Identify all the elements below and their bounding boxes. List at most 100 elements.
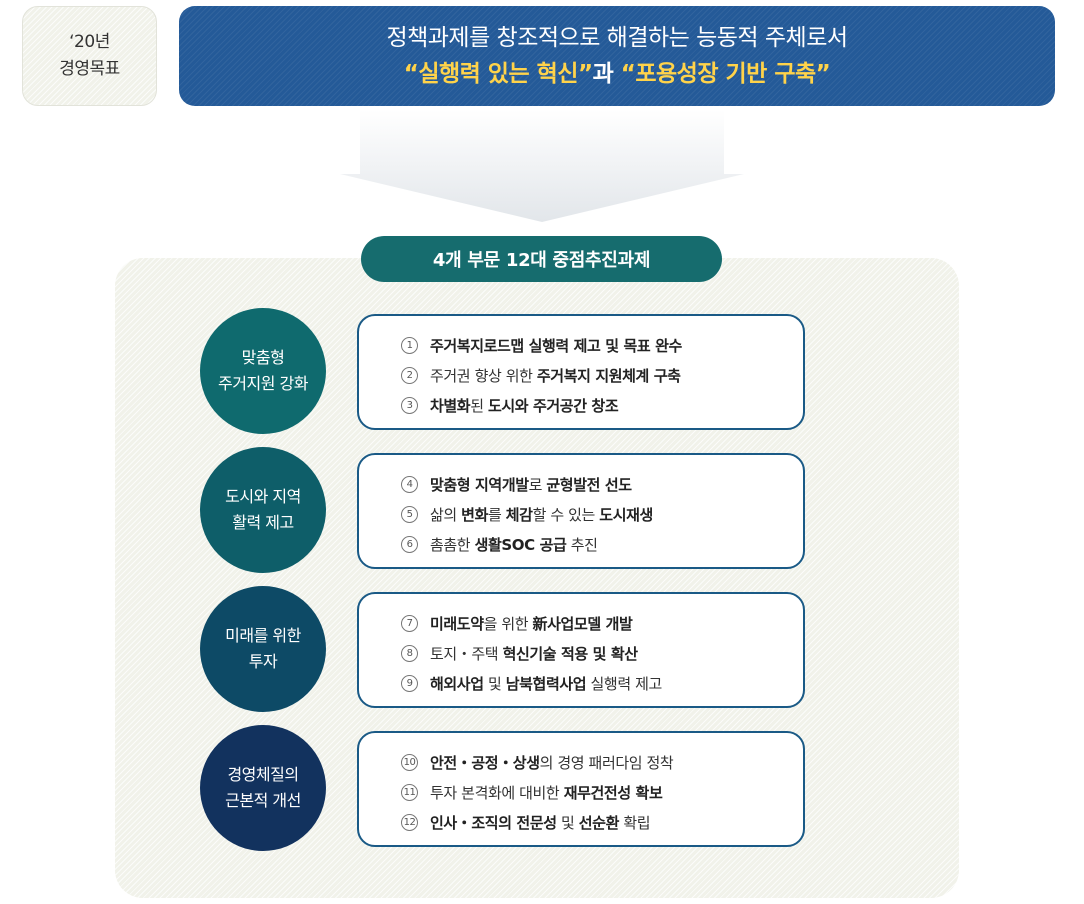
goal-banner-line2: “실행력 있는 혁신”과 “포용성장 기반 구축” xyxy=(404,56,831,92)
task-text: 차별화된 도시와 주거공간 창조 xyxy=(430,395,619,416)
task-number-badge: 3 xyxy=(401,396,418,414)
task-text-plain: 및 xyxy=(483,674,506,693)
task-text-plain: 의 경영 패러다임 정착 xyxy=(539,753,674,772)
task-card: 10 안전・공정・상생의 경영 패러다임 정착 11 투자 본격화에 대비한 재무건전… xyxy=(357,731,805,847)
task-number-badge: 7 xyxy=(401,614,418,632)
task-number-badge: 11 xyxy=(401,783,418,801)
goal-keyword-innovation: “실행력 있는 혁신” xyxy=(403,61,593,87)
task-text-plain: 주거권 향상 위한 xyxy=(430,366,537,385)
task-number-badge: 8 xyxy=(401,644,418,662)
task-item: 6 촘촘한 생활SOC 공급 추진 xyxy=(401,529,803,559)
task-text-plain: 토지・주택 xyxy=(430,644,503,663)
task-text-emphasis: 주거복지 지원체계 구축 xyxy=(536,366,681,385)
task-text: 미래도약을 위한 新사업모델 개발 xyxy=(430,613,633,634)
task-text-emphasis: 혁신기술 적용 및 확산 xyxy=(502,644,638,663)
task-item: 3 차별화된 도시와 주거공간 창조 xyxy=(401,390,803,420)
task-item: 4 맞춤형 지역개발로 균형발전 선도 xyxy=(401,469,803,499)
category-label: 활력 제고 xyxy=(232,513,294,532)
goal-year-label: ‘20년 xyxy=(69,32,110,52)
task-text: 삶의 변화를 체감할 수 있는 도시재생 xyxy=(430,504,653,525)
task-item: 10 안전・공정・상생의 경영 패러다임 정착 xyxy=(401,747,803,777)
goal-banner: 정책과제를 창조적으로 해결하는 능동적 주체로서 “실행력 있는 혁신”과 “… xyxy=(179,6,1055,106)
task-text-plain: 할 수 있는 xyxy=(532,505,600,524)
task-text: 주거권 향상 위한 주거복지 지원체계 구축 xyxy=(430,365,681,386)
goal-connector: 과 xyxy=(592,61,621,87)
task-text: 주거복지로드맵 실행력 제고 및 목표 완수 xyxy=(430,335,682,356)
section-title: 4개 부문 12대 중점추진과제 xyxy=(361,236,722,282)
task-text-emphasis: 도시재생 xyxy=(599,505,653,524)
task-text: 토지・주택 혁신기술 적용 및 확산 xyxy=(430,643,638,664)
category-label: 미래를 위한 xyxy=(225,626,301,645)
task-text-plain: 된 xyxy=(470,396,488,415)
task-text-emphasis: 도시와 주거공간 창조 xyxy=(487,396,619,415)
category-label: 투자 xyxy=(248,652,278,671)
task-text: 안전・공정・상생의 경영 패러다임 정착 xyxy=(430,752,674,773)
task-text-emphasis: 주거복지로드맵 실행력 제고 및 목표 완수 xyxy=(430,336,682,355)
category-label: 주거지원 강화 xyxy=(218,374,308,393)
goal-banner-line1: 정책과제를 창조적으로 해결하는 능동적 주체로서 xyxy=(386,25,848,51)
goal-year-box: ‘20년 경영목표 xyxy=(22,6,157,106)
task-text-plain: 추진 xyxy=(566,535,598,554)
task-text-emphasis: 균형발전 선도 xyxy=(546,475,632,494)
category-label: 맞춤형 xyxy=(241,348,285,367)
task-text-emphasis: 新사업모델 개발 xyxy=(532,614,633,633)
task-text-emphasis: 맞춤형 지역개발 xyxy=(430,475,529,494)
task-text-plain: 실행력 제고 xyxy=(586,674,663,693)
task-number-badge: 12 xyxy=(401,813,418,831)
task-text-plain: 를 xyxy=(487,505,506,524)
task-text-plain: 투자 본격화에 대비한 xyxy=(430,783,564,802)
goal-keyword-inclusive-growth: “포용성장 기반 구축” xyxy=(620,61,831,87)
task-text-plain: 및 xyxy=(556,813,579,832)
task-number-badge: 9 xyxy=(401,674,418,692)
task-number-badge: 2 xyxy=(401,366,418,384)
task-text: 맞춤형 지역개발로 균형발전 선도 xyxy=(430,474,632,495)
task-item: 2 주거권 향상 위한 주거복지 지원체계 구축 xyxy=(401,360,803,390)
task-number-badge: 4 xyxy=(401,475,418,493)
task-card: 1 주거복지로드맵 실행력 제고 및 목표 완수 2 주거권 향상 위한 주거복지 지… xyxy=(357,314,805,430)
task-text-emphasis: 선순환 xyxy=(578,813,620,832)
category-label: 도시와 지역 xyxy=(225,487,301,506)
task-text: 해외사업 및 남북협력사업 실행력 제고 xyxy=(430,673,662,694)
task-number-badge: 6 xyxy=(401,535,418,553)
task-text-emphasis: 남북협력사업 xyxy=(505,674,587,693)
task-text-emphasis: 차별화 xyxy=(430,396,471,415)
category-label: 근본적 개선 xyxy=(225,791,301,810)
task-text-plain: 삶의 xyxy=(430,505,462,524)
task-text-emphasis: 체감 xyxy=(505,505,533,524)
task-item: 1 주거복지로드맵 실행력 제고 및 목표 완수 xyxy=(401,330,803,360)
task-text-emphasis: 인사・조직의 전문성 xyxy=(430,813,557,832)
task-text-emphasis: 생활SOC 공급 xyxy=(474,535,567,554)
task-item: 7 미래도약을 위한 新사업모델 개발 xyxy=(401,608,803,638)
task-text: 인사・조직의 전문성 및 선순환 확립 xyxy=(430,812,651,833)
task-text-emphasis: 해외사업 xyxy=(430,674,484,693)
down-arrow-icon xyxy=(340,110,744,222)
task-text: 투자 본격화에 대비한 재무건전성 확보 xyxy=(430,782,663,803)
task-text-plain: 촘촘한 xyxy=(430,535,475,554)
task-text-plain: 확립 xyxy=(618,813,651,832)
task-text: 촘촘한 생활SOC 공급 추진 xyxy=(430,534,598,555)
task-text-plain: 로 xyxy=(528,475,547,494)
task-text-emphasis: 변화 xyxy=(461,505,488,524)
task-item: 9 해외사업 및 남북협력사업 실행력 제고 xyxy=(401,668,803,698)
task-number-badge: 1 xyxy=(401,336,418,354)
task-text-emphasis: 미래도약 xyxy=(430,614,484,633)
task-item: 12 인사・조직의 전문성 및 선순환 확립 xyxy=(401,807,803,837)
task-number-badge: 10 xyxy=(401,753,418,771)
category-label: 경영체질의 xyxy=(227,765,299,784)
task-text-plain: 을 위한 xyxy=(483,614,533,633)
task-text-emphasis: 안전・공정・상생 xyxy=(430,753,540,772)
task-item: 11 투자 본격화에 대비한 재무건전성 확보 xyxy=(401,777,803,807)
task-text-emphasis: 재무건전성 확보 xyxy=(563,783,663,802)
task-item: 8 토지・주택 혁신기술 적용 및 확산 xyxy=(401,638,803,668)
goal-label: 경영목표 xyxy=(59,59,120,79)
